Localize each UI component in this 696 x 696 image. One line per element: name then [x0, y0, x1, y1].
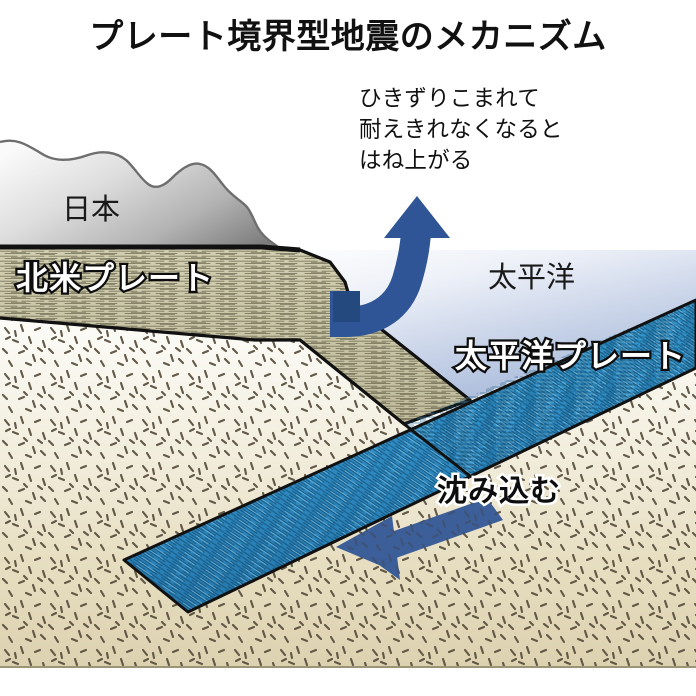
page-title: プレート境界型地震のメカニズム	[89, 18, 607, 56]
oceanic-plate-outline	[122, 298, 696, 614]
land-silhouette	[0, 140, 282, 250]
label-pacific-plate: 太平洋プレート	[453, 338, 688, 375]
rebound-arrow-body	[330, 218, 432, 338]
label-japan: 日本	[62, 194, 121, 226]
rebound-callout-text: ひきずりこまれて 耐えきれなくなると はね上がる	[359, 86, 563, 174]
subduction-arrow	[336, 498, 503, 580]
label-north-american-plate: 北米プレート	[14, 260, 216, 297]
land-ridge-outline	[0, 139, 283, 251]
trench-bend-line	[403, 422, 471, 478]
rebound-arrow	[330, 196, 450, 338]
ocean-water-layer	[250, 250, 696, 424]
rebound-arrow-tail-cap	[333, 291, 360, 322]
label-subduction: 沈み込む	[435, 474, 563, 509]
ocean-water	[250, 250, 696, 424]
continental-crust-top-line	[0, 244, 301, 253]
land-silhouette-group	[0, 139, 283, 251]
label-pacific-ocean: 太平洋	[488, 262, 576, 294]
rebound-arrow-head	[384, 196, 450, 238]
